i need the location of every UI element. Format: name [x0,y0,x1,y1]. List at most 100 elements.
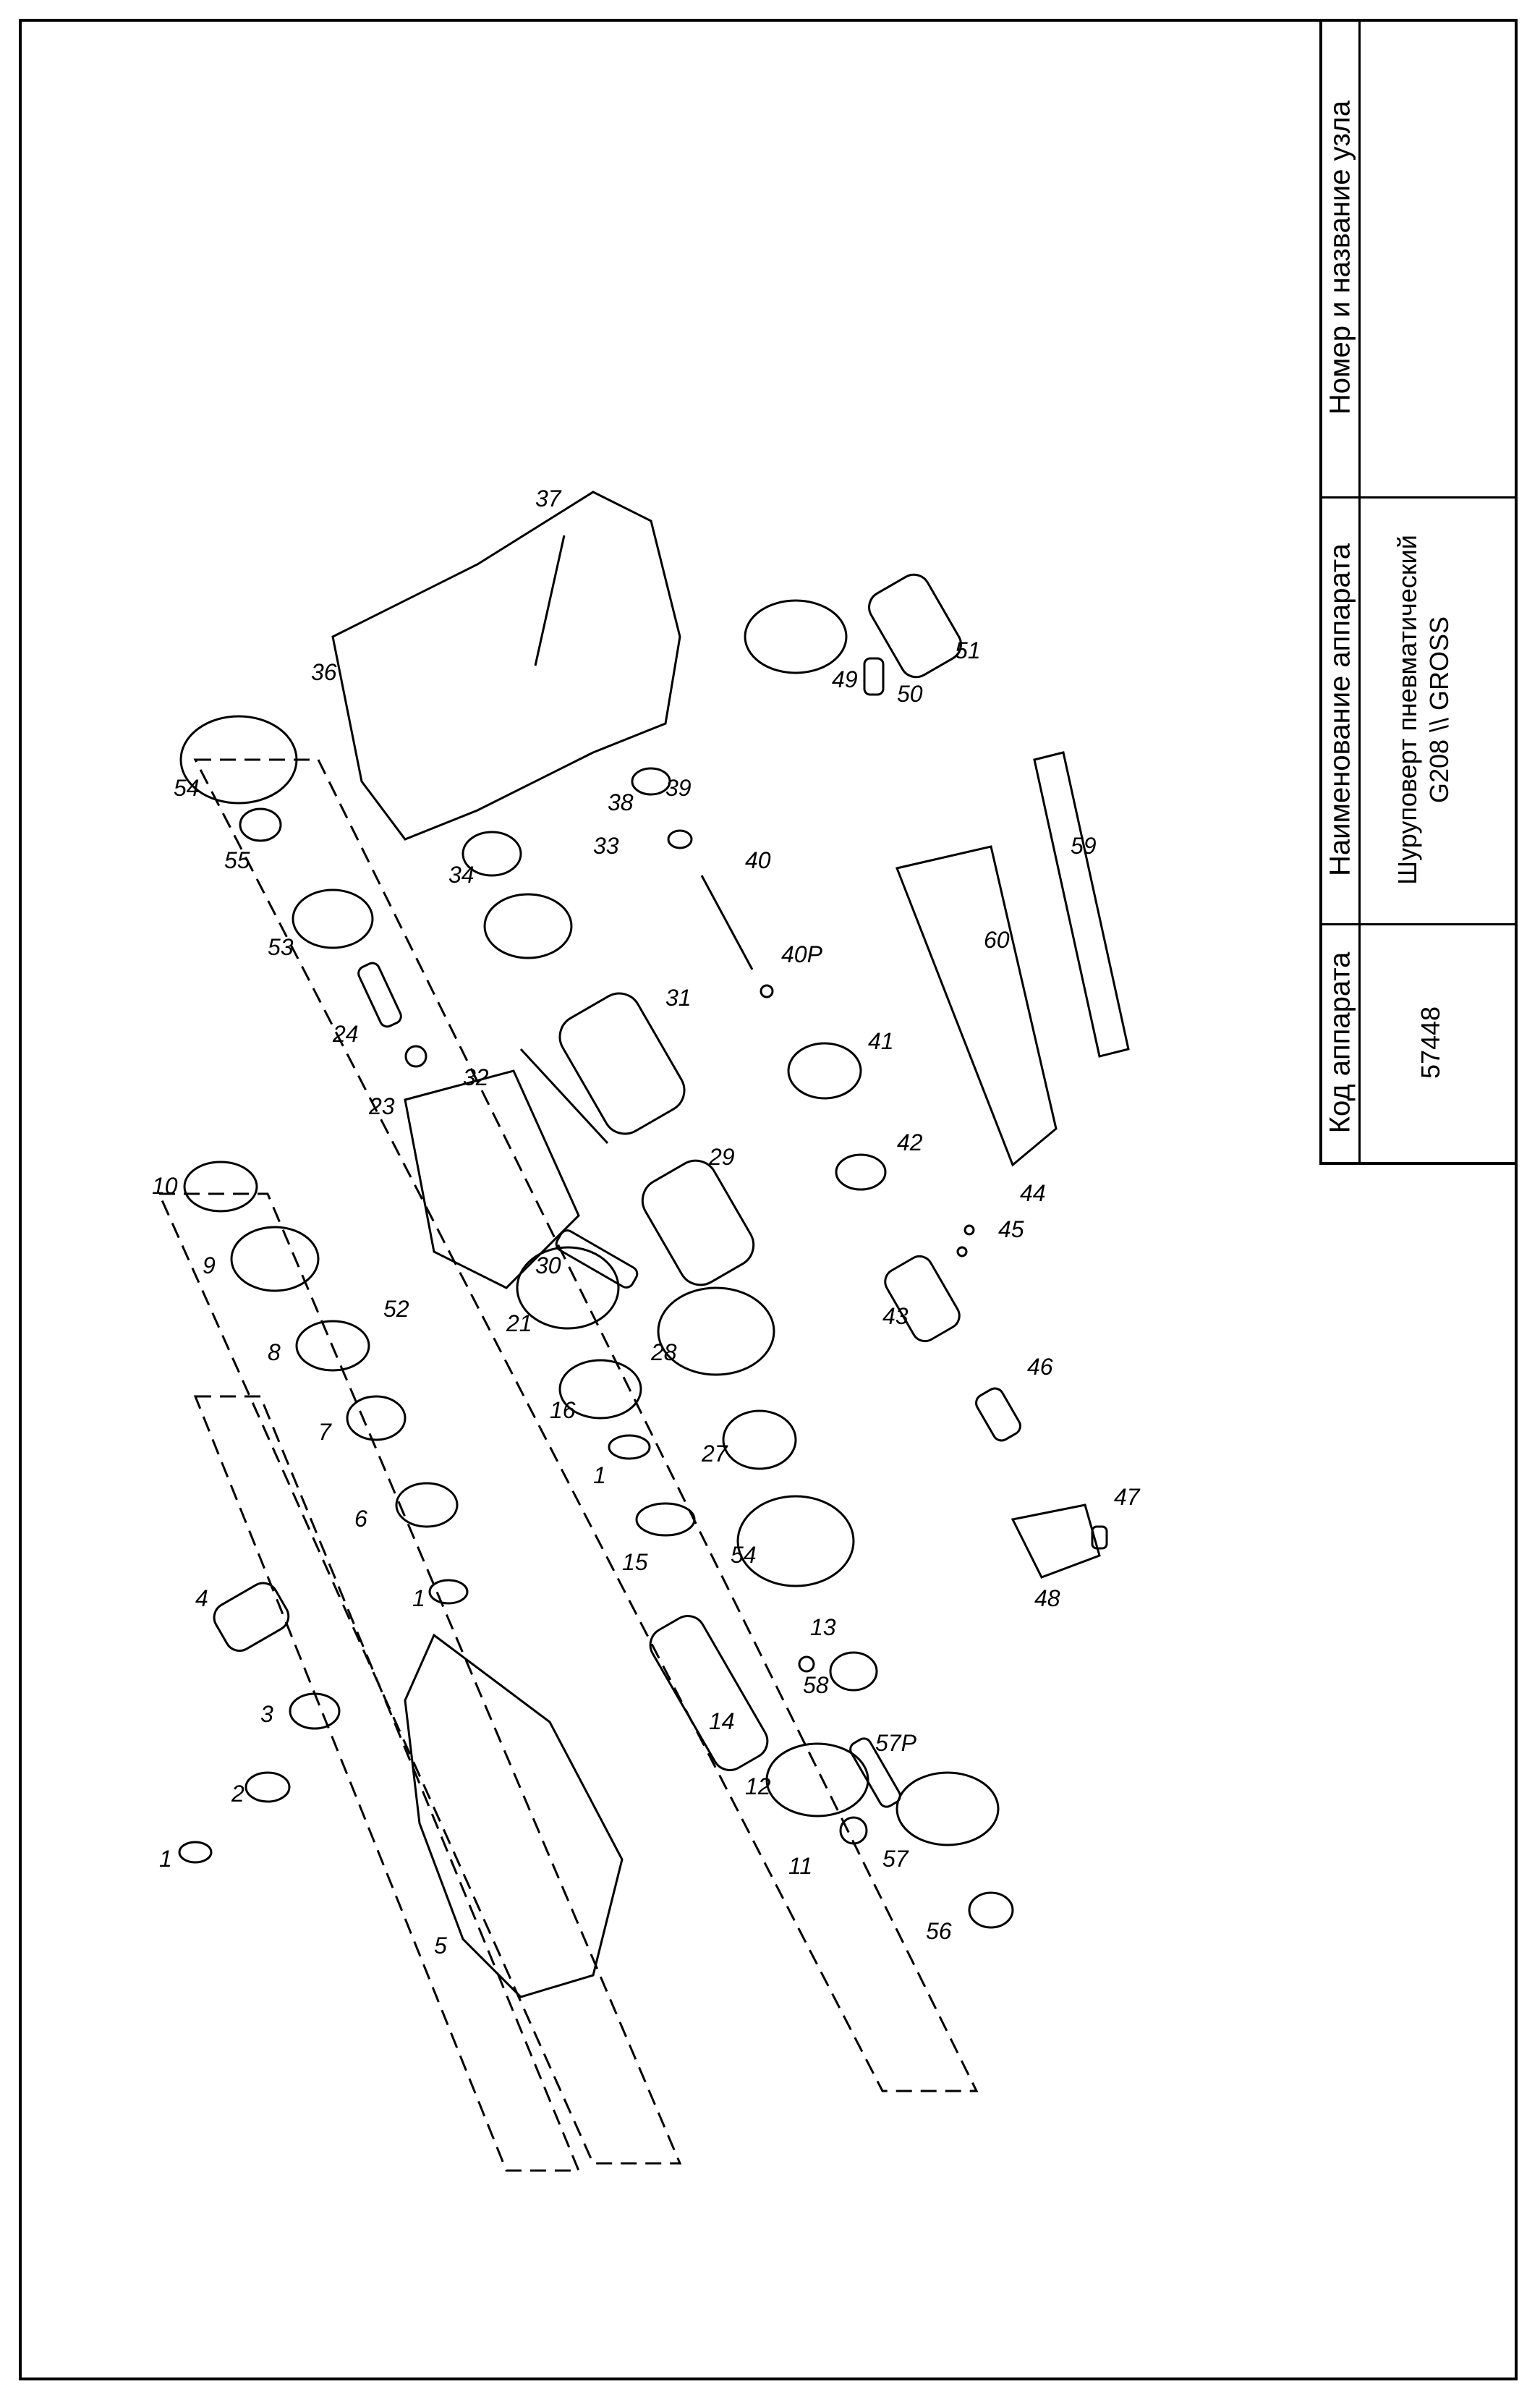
callout-label: 44 [1020,1180,1046,1206]
parts-motor-group [461,831,1014,1929]
callout-label: 40 [745,847,771,873]
callout-label: 48 [1034,1585,1060,1611]
part-1-oring [178,1841,213,1864]
part-43-lever [884,1255,961,1343]
callout-label: 40P [781,941,823,967]
part-1-oring [428,1579,469,1605]
callout-label: 59 [1071,833,1097,859]
callout-label: 37 [535,485,562,512]
code-value: 57448 [1416,1006,1445,1080]
callout-label: 55 [224,847,250,873]
part-55-gear [239,807,282,842]
part-2-washer [244,1771,291,1803]
part-24-spring [357,962,402,1028]
callout-label: 12 [745,1773,771,1799]
part-9-sleeve [230,1226,320,1292]
part-51-inlet [868,573,962,679]
part-50-screw [863,657,885,696]
callout-label: 60 [984,927,1010,953]
parts-clutch-group [183,1161,469,1605]
part-57-plate [896,1771,1000,1846]
part-45-pin [956,1246,968,1257]
callout-label: 10 [152,1173,178,1199]
device-name-line1: Шуруповерт пневматический [1392,535,1422,885]
callout-label: 13 [810,1614,836,1640]
callout-label: 15 [622,1549,648,1575]
code-header: Код аппарата [1324,951,1356,1134]
part-15-clip [635,1502,696,1537]
part-16-cage [558,1359,642,1420]
part-44-pin [963,1224,975,1236]
callout-label: 3 [260,1701,273,1727]
callout-label: 54 [731,1542,757,1568]
device-name-value: Шуруповерт пневматический G208 \\ GROSS [1392,535,1455,885]
callout-label: 27 [701,1441,728,1467]
group-outline-gearbox [193,758,979,2092]
callout-label: 57P [875,1730,917,1756]
part-33-plate [483,893,573,959]
part-32-pin [519,1048,609,1145]
callout-label: 21 [506,1310,532,1336]
part-13-pin [798,1655,815,1673]
callout-label: 45 [998,1216,1024,1242]
part-48-trigger [1011,1503,1101,1579]
callout-label: 23 [368,1093,395,1119]
part-10-cap [183,1161,258,1213]
callout-label: 4 [195,1585,208,1611]
callout-label: 52 [383,1296,409,1322]
part-29-rotor [641,1159,755,1286]
part-11-ball [839,1816,868,1845]
part-4-collar [213,1582,290,1652]
callout-label: 39 [665,775,692,801]
exploded-parts-diagram: 1 2 3 4 5 1 6 7 8 9 10 11 12 13 14 15 1 … [152,485,1141,2172]
callout-labels: 1 2 3 4 5 1 6 7 8 9 10 11 12 13 14 15 1 … [152,485,1141,1959]
part-31-cylinder [558,992,686,1135]
callout-label: 24 [332,1021,359,1047]
title-block-divider [1322,923,1515,925]
part-39-ring [667,829,693,849]
callout-label: 49 [832,666,858,692]
part-8-bearing [295,1320,370,1372]
callout-label: 1 [412,1585,425,1611]
callout-label: 32 [463,1064,489,1090]
callout-label: 16 [550,1397,576,1423]
callout-label: 47 [1114,1484,1141,1510]
device-name-line2: G208 \\ GROSS [1424,616,1454,804]
title-block-divider [1358,19,1361,1162]
title-block: Код аппарата 57448 Наименование аппарата… [1319,19,1518,1165]
part-7-ring [346,1395,407,1441]
callout-label: 28 [650,1339,677,1365]
assembly-group-outlines [157,758,979,2172]
part-60-wrench [895,845,1058,1167]
part-36-housing [331,491,681,841]
part-5-nozzle [404,1633,624,1998]
part-14-spindle [649,1615,769,1771]
part-30-vane [555,1229,639,1289]
part-40p-pin [760,984,774,998]
callout-label: 8 [268,1339,281,1365]
callout-label: 11 [788,1853,812,1879]
callout-label: 29 [708,1144,735,1170]
part-46-spring [975,1387,1021,1442]
callout-label: 46 [1027,1354,1053,1380]
part-47-screw [1091,1525,1108,1550]
parts-gearbox-group [179,715,869,1845]
part-54-ring-gear [179,715,298,805]
callout-label: 9 [203,1252,216,1278]
callout-label: 1 [159,1846,172,1872]
part-40-valve [700,875,754,970]
callout-label: 42 [897,1129,923,1155]
part-34-bearing [461,831,522,877]
part-37-pin [534,535,566,666]
callout-label: 54 [174,775,200,801]
callout-label: 36 [311,659,337,685]
part-42-oring [835,1153,887,1191]
callout-label: 58 [803,1672,829,1698]
part-54-ring-gear [736,1495,855,1587]
part-57p-pin [849,1737,901,1808]
part-27-bearing [722,1409,797,1470]
callout-label: 30 [535,1252,561,1278]
part-28-end-plate [657,1286,775,1376]
part-41-bushing [787,1042,862,1100]
